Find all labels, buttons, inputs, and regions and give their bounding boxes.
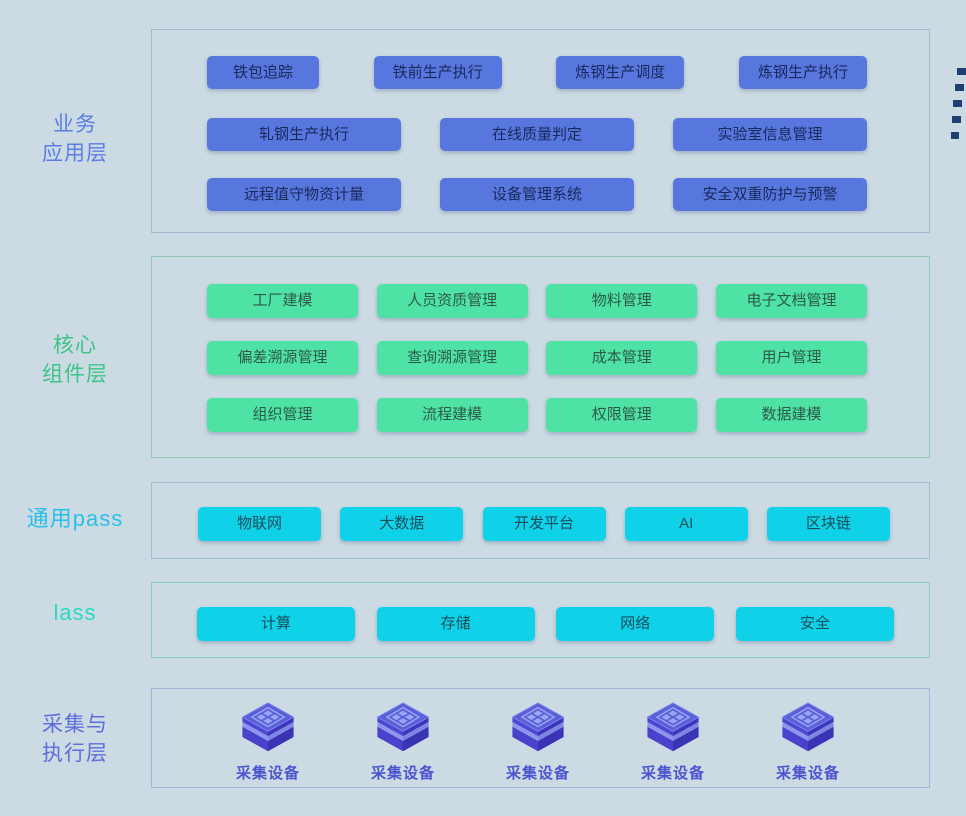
layer-label-line: 应用层	[42, 142, 108, 165]
button-row: 远程值守物资计量 设备管理系统 安全双重防护与预警	[207, 178, 867, 211]
component-button[interactable]: 流程建模	[376, 398, 528, 432]
device-cube-icon	[241, 702, 295, 752]
button-row: 组织管理流程建模权限管理数据建模	[207, 398, 867, 432]
button-row: 物联网大数据开发平台 AI 区块链	[198, 507, 890, 541]
app-button[interactable]: 炼钢生产执行	[738, 56, 867, 89]
device-cube-icon	[511, 702, 565, 752]
button-row: 计算存储网络安全	[197, 607, 894, 641]
stair-mark	[957, 68, 966, 75]
paas-button[interactable]: 开发平台	[482, 507, 606, 541]
iaas-button[interactable]: 存储	[376, 607, 535, 641]
component-button[interactable]: 数据建模	[715, 398, 867, 432]
app-button[interactable]: 炼钢生产调度	[556, 56, 685, 89]
component-button[interactable]: 权限管理	[546, 398, 698, 432]
component-button[interactable]: 人员资质管理	[376, 284, 528, 318]
layer-label-business-application: 业务 应用层	[0, 110, 150, 168]
panel-capture-execution: 采集设备 采集设备	[151, 688, 930, 788]
device-label: 采集设备	[370, 765, 435, 782]
app-button[interactable]: 安全双重防护与预警	[673, 178, 867, 211]
capture-device: 采集设备	[222, 701, 314, 783]
layer-label-line: 业务	[53, 113, 97, 136]
app-button[interactable]: 设备管理系统	[440, 178, 634, 211]
component-button[interactable]: 成本管理	[546, 341, 698, 375]
iaas-button[interactable]: 安全	[735, 607, 894, 641]
component-button[interactable]: 物料管理	[546, 284, 698, 318]
app-button[interactable]: 在线质量判定	[440, 118, 634, 151]
panel-general-paas: 物联网大数据开发平台 AI 区块链	[151, 482, 930, 559]
component-button[interactable]: 组织管理	[207, 398, 358, 432]
app-button[interactable]: 轧钢生产执行	[207, 118, 401, 151]
paas-button[interactable]: 物联网	[198, 507, 321, 541]
button-row: 工厂建模人员资质管理物料管理电子文档管理	[207, 284, 867, 318]
layer-label-line: 核心	[53, 334, 97, 357]
layer-label-capture-execution: 采集与 执行层	[0, 710, 150, 768]
paas-button[interactable]: AI	[624, 507, 748, 541]
app-button[interactable]: 铁前生产执行	[373, 56, 502, 89]
stair-mark	[952, 116, 961, 123]
stair-mark	[953, 100, 962, 107]
layer-label-line: 执行层	[42, 742, 108, 765]
layer-label-iaas: lass	[0, 598, 150, 627]
button-row: 铁包追踪 铁前生产执行 炼钢生产调度 炼钢生产执行	[207, 56, 867, 89]
panel-iaas: 计算存储网络安全	[151, 582, 930, 658]
iaas-button[interactable]: 计算	[197, 607, 355, 641]
button-row: 偏差溯源管理查询溯源管理成本管理用户管理	[207, 341, 867, 375]
panel-core-components: 工厂建模人员资质管理物料管理电子文档管理 偏差溯源管理查询溯源管理成本管理用户管…	[151, 256, 930, 458]
capture-device: 采集设备	[627, 701, 719, 783]
layer-label-line: lass	[53, 600, 97, 625]
layer-label-line: 通用pass	[26, 506, 124, 531]
device-row: 采集设备 采集设备	[222, 701, 854, 783]
capture-device: 采集设备	[492, 701, 584, 783]
device-label: 采集设备	[235, 765, 300, 782]
stair-mark	[955, 84, 964, 91]
stair-mark	[951, 132, 959, 139]
panel-business-application: 铁包追踪 铁前生产执行 炼钢生产调度 炼钢生产执行 轧钢生产执行 在线质量判定 实验室信息…	[151, 29, 930, 233]
capture-device: 采集设备	[357, 701, 449, 783]
device-label: 采集设备	[775, 765, 840, 782]
device-cube-icon	[376, 702, 430, 752]
button-row: 轧钢生产执行 在线质量判定 实验室信息管理	[207, 118, 867, 151]
paas-button[interactable]: 大数据	[340, 507, 464, 541]
capture-device: 采集设备	[762, 701, 854, 783]
device-cube-icon	[781, 702, 835, 752]
component-button[interactable]: 用户管理	[715, 341, 867, 375]
app-button[interactable]: 远程值守物资计量	[207, 178, 401, 211]
device-label: 采集设备	[505, 765, 570, 782]
app-button[interactable]: 铁包追踪	[207, 56, 319, 89]
layer-label-line: 采集与	[42, 713, 108, 736]
iaas-button[interactable]: 网络	[556, 607, 715, 641]
layer-label-line: 组件层	[42, 363, 108, 386]
component-button[interactable]: 偏差溯源管理	[207, 341, 358, 375]
device-cube-icon	[646, 702, 700, 752]
component-button[interactable]: 查询溯源管理	[376, 341, 528, 375]
component-button[interactable]: 电子文档管理	[715, 284, 867, 318]
component-button[interactable]: 工厂建模	[207, 284, 358, 318]
device-label: 采集设备	[640, 765, 705, 782]
paas-button[interactable]: 区块链	[767, 507, 890, 541]
layer-label-core-components: 核心 组件层	[0, 331, 150, 389]
layer-label-general-paas: 通用pass	[0, 504, 150, 533]
app-button[interactable]: 实验室信息管理	[673, 118, 867, 151]
